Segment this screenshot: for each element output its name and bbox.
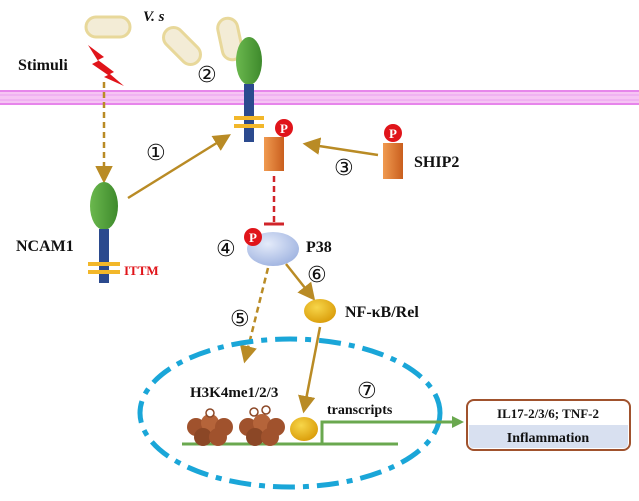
ncam1-label: NCAM1 [16,238,74,255]
phospho-label: P [249,230,257,245]
ncam1-receptor [88,182,120,283]
nfkb-to-nucleus-arrow [298,326,322,414]
cell-membrane [0,90,639,105]
bacteria-group: V. s [84,9,244,66]
bacterium [84,15,132,39]
output-title: Inflammation [507,431,590,446]
p38-label: P38 [306,239,332,256]
nucleosome [239,405,285,446]
phospho-label: P [280,121,288,136]
ship2-protein: P [383,124,403,179]
transcripts-label: transcripts [327,403,393,418]
ship2-to-membrane-arrow [302,137,379,157]
ship2-label: SHIP2 [414,154,459,171]
nfkb-bound-dna [290,417,318,441]
phospho-label: P [389,126,397,141]
step-6: ⑥ [307,263,327,288]
phospho-icon [384,124,402,142]
stimuli-label: Stimuli [18,57,68,74]
nucleosome [187,408,233,446]
p38-to-nfkb-arrow [285,263,316,301]
step-5: ⑤ [230,307,250,332]
ittm-label: ITTM [124,263,159,278]
bacteria-label: V. s [143,9,165,25]
ncam1-to-membrane-arrow [127,134,231,200]
nfkb-label: NF-κB/Rel [345,304,419,321]
bacterium [162,26,202,66]
membrane-receptor [234,37,264,142]
transcription-arrow [320,420,452,444]
p38-to-h3k4-arrow [239,267,270,364]
p38-protein: P [244,228,299,266]
phospho-icon [244,228,262,246]
step-3: ③ [334,156,354,181]
step-2: ② [197,63,217,88]
inflammation-output-box: IL17-2/3/6; TNF-2 Inflammation [466,399,631,451]
nfkb-protein [304,299,336,323]
step-4: ④ [216,237,236,262]
h3k4-label: H3K4me1/2/3 [190,385,278,401]
step-7: ⑦ [357,379,377,404]
phospho-icon [275,119,293,137]
nucleus [137,336,443,490]
lightning-icon [88,45,124,86]
membrane-ship2: P [264,119,293,171]
step-1: ① [146,141,166,166]
bacterium [216,16,244,62]
output-genes: IL17-2/3/6; TNF-2 [497,406,599,421]
